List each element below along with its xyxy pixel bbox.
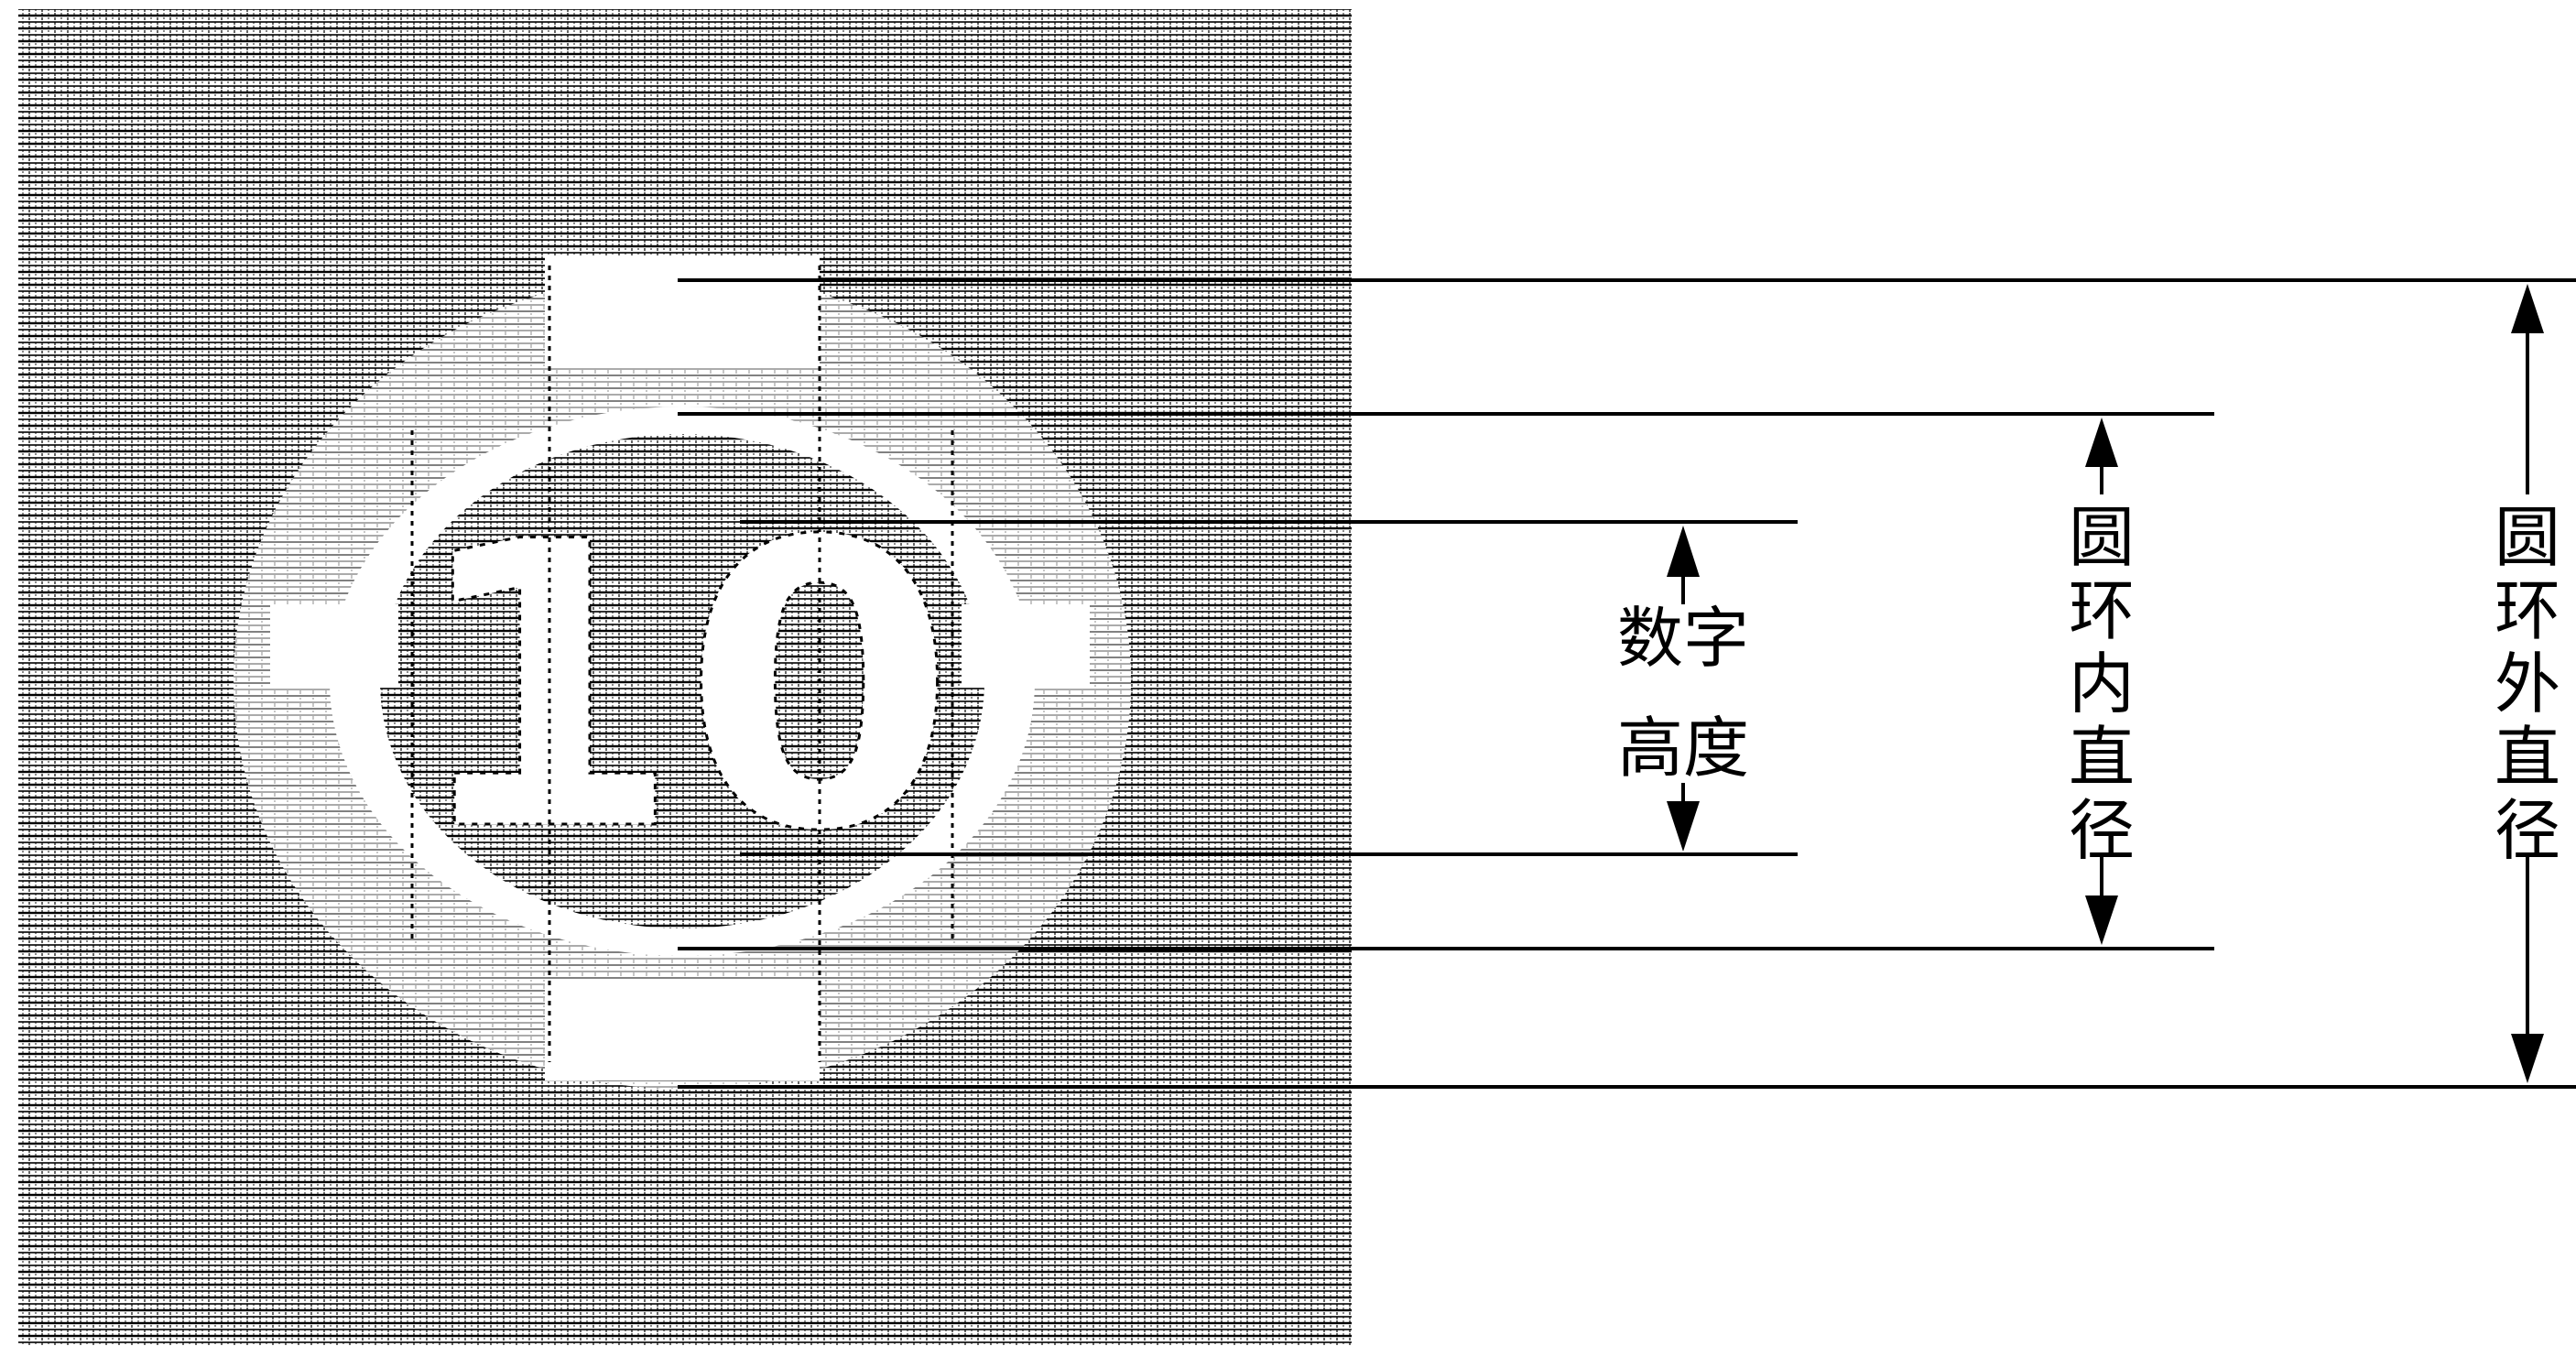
ring-outer-diameter-dimension: 圆 环 外 直 径	[2494, 284, 2560, 1083]
inner-diameter-char-3: 内	[2069, 646, 2135, 722]
inner-diameter-char-5: 径	[2069, 792, 2135, 869]
outer-diameter-char-2: 环	[2494, 572, 2560, 649]
outer-diameter-char-5: 径	[2494, 792, 2560, 869]
inner-diameter-char-4: 直	[2069, 719, 2135, 796]
marker-strokes	[410, 266, 954, 1062]
sign-number: 10	[408, 460, 956, 917]
digit-height-label-line2: 高度	[1617, 710, 1749, 787]
outer-diameter-char-4: 直	[2494, 719, 2560, 796]
digit-height-dimension: 数字 高度	[1617, 526, 1749, 852]
outer-diameter-char-1: 圆	[2494, 499, 2560, 576]
inner-diameter-char-2: 环	[2069, 572, 2135, 649]
digit-height-label-line1: 数字	[1617, 600, 1749, 677]
sign-panel: 10	[18, 9, 1352, 1346]
ring-inner-diameter-dimension: 圆 环 内 直 径	[2069, 418, 2135, 945]
inner-diameter-char-1: 圆	[2069, 499, 2135, 576]
dimension-lines	[678, 278, 2576, 1089]
inner-disc	[380, 434, 984, 928]
outer-diameter-char-3: 外	[2494, 646, 2560, 722]
cross-markers	[270, 256, 1090, 1080]
